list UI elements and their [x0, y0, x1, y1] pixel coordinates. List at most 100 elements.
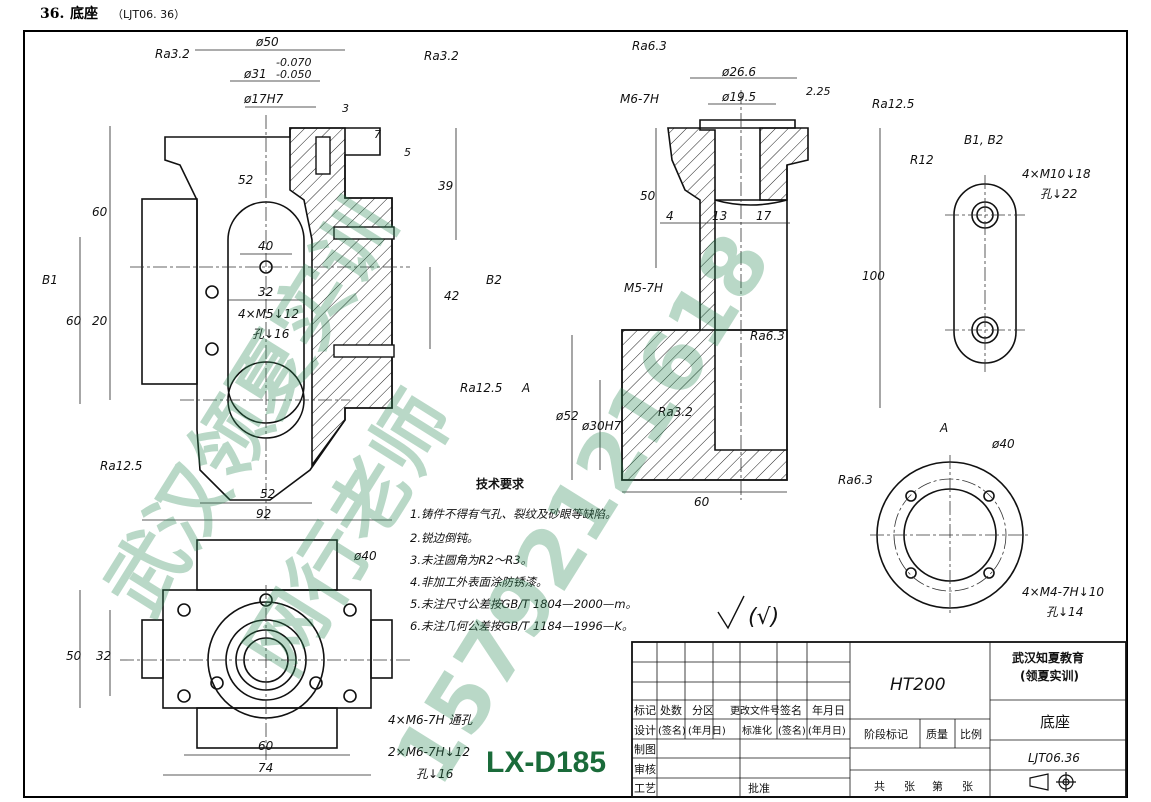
hole-label-b: 4×M10↓18	[1022, 167, 1091, 181]
side-section-hatch-right	[759, 127, 809, 201]
title-block: 标记 处数 分区 更改文件号 签名 年月日 设计 (签名) (年月日) 标准化 …	[631, 641, 1127, 798]
thread-m5: M5-7H	[624, 281, 663, 295]
tb-nth: 第	[932, 779, 943, 793]
dim-d31: ø31	[243, 67, 267, 81]
dim-60-a: 60	[92, 205, 108, 219]
ra-left-side: Ra12.5	[100, 459, 142, 473]
hole-label-left: 4×M5↓12	[238, 307, 299, 321]
header-number: 36.	[40, 6, 64, 22]
front-centerlines	[130, 115, 410, 520]
tb-company: 武汉知夏教育	[1012, 650, 1084, 665]
tb-row-label-6: 年月日	[812, 703, 845, 717]
tb-row2-4: 标准化	[742, 724, 772, 737]
ra-side-inner: Ra3.2	[658, 405, 693, 419]
tech-item-1: 1.铸件不得有气孔、裂纹及砂眼等缺陷。	[410, 507, 616, 521]
dim-20: 20	[92, 314, 108, 328]
section-mark-b1: B1	[42, 273, 58, 287]
dim-74: 74	[258, 761, 273, 775]
hole-label-a-sub: 孔↓14	[1046, 605, 1083, 619]
tb-sheet-unit-2: 张	[962, 780, 973, 793]
view-b-centerlines	[945, 175, 1025, 372]
hole-label-left-sub: 孔↓16	[252, 327, 290, 341]
ra-side-mid: Ra6.3	[750, 329, 785, 343]
tb-row2-5: (签名)	[778, 724, 806, 737]
dim-52-top: 52	[238, 173, 253, 187]
top-view-dimension-lines	[79, 590, 371, 776]
dim-d52: ø52	[555, 409, 579, 423]
front-threads	[315, 136, 395, 358]
tb-col-label-3: 工艺	[634, 782, 656, 795]
hole-label-b-sub: 孔↓22	[1040, 187, 1077, 201]
dim-60-top: 60	[258, 739, 274, 753]
tech-item-3: 3.未注圆角为R2～R3。	[410, 553, 532, 567]
tech-item-5: 5.未注尺寸公差按GB/T 1804—2000—m。	[410, 597, 637, 611]
ra-side-right: Ra12.5	[872, 97, 914, 111]
tb-row2-1: 设计	[634, 724, 656, 737]
side-dimension-lines	[571, 77, 881, 493]
dim-d40-a: ø40	[991, 437, 1015, 451]
dim-13: 13	[712, 209, 727, 223]
projection-symbol-icon	[1029, 772, 1076, 792]
dim-32: 32	[258, 285, 273, 299]
view-a-centerlines	[870, 455, 1030, 615]
tb-approve: 批准	[748, 781, 770, 795]
top-view-centerlines	[120, 585, 410, 760]
view-mark-a: A	[521, 381, 530, 395]
ra-mid: Ra12.5	[460, 381, 502, 395]
tb-stage: 阶段标记	[864, 727, 908, 741]
dim-d30: ø30H7	[581, 419, 622, 433]
ra-left-top: Ra3.2	[155, 47, 190, 61]
dim-39: 39	[438, 179, 453, 193]
tb-col-label-2: 审核	[634, 762, 656, 776]
tb-sheet-unit: 张	[904, 780, 915, 793]
header-code: （LJT06. 36）	[112, 8, 185, 21]
front-dimension-lines	[79, 49, 457, 521]
dim-d31-tol-lo: -0.050	[276, 68, 311, 81]
hole-label-a: 4×M4-7H↓10	[1022, 585, 1104, 599]
tech-title: 技术要求	[476, 476, 525, 491]
view-b-title: B1, B2	[964, 133, 1003, 147]
header-title: 底座	[70, 5, 98, 22]
view-a-title: A	[939, 421, 948, 435]
tb-row2-2: (签名)	[658, 724, 686, 737]
tb-part-name: 底座	[1040, 713, 1070, 731]
dim-d50: ø50	[255, 35, 279, 49]
tb-material: HT200	[890, 675, 946, 695]
tb-row2-6: (年月日)	[808, 724, 846, 737]
ra-side-top: Ra6.3	[632, 39, 667, 53]
dim-4: 4	[666, 209, 674, 223]
dim-60-side: 60	[694, 495, 710, 509]
front-section-hatch	[289, 127, 393, 468]
dim-d19: ø19.5	[721, 90, 756, 104]
roughness-general: (√)	[748, 605, 779, 630]
dim-2-25: 2.25	[806, 85, 831, 98]
dim-d26: ø26.6	[721, 65, 756, 79]
dim-3: 3	[342, 102, 349, 115]
side-view-outline	[714, 165, 788, 450]
tb-scale: 比例	[960, 727, 982, 741]
dim-17: 17	[756, 209, 772, 223]
dim-r12: R12	[910, 153, 934, 167]
dim-50-side: 50	[640, 189, 656, 203]
dim-32-top: 32	[96, 649, 111, 663]
dim-d31-tol-hi: -0.070	[276, 56, 311, 69]
tb-row2-3: (年月日)	[688, 724, 726, 737]
tb-mass: 质量	[926, 728, 948, 741]
tb-row-label-1: 标记	[634, 703, 656, 717]
tb-row-label-5: 签名	[780, 703, 802, 717]
hole-label-d: 2×M6-7H↓12	[388, 745, 470, 759]
tb-col-label-1: 制图	[634, 743, 656, 756]
dim-40: 40	[258, 239, 274, 253]
ra-right-top: Ra3.2	[424, 49, 459, 63]
thread-m6: M6-7H	[620, 92, 659, 106]
dim-d17: ø17H7	[243, 92, 284, 106]
dim-d40-b: ø40	[353, 549, 377, 563]
tech-item-4: 4.非加工外表面涂防锈漆。	[410, 575, 547, 589]
section-mark-b2: B2	[486, 273, 502, 287]
tb-drawing-no: LJT06.36	[1028, 751, 1080, 765]
tb-total: 共	[874, 780, 885, 793]
hole-label-c: 4×M6-7H 通孔	[388, 713, 473, 727]
frame-border	[23, 30, 1128, 798]
dim-7: 7	[374, 128, 381, 141]
